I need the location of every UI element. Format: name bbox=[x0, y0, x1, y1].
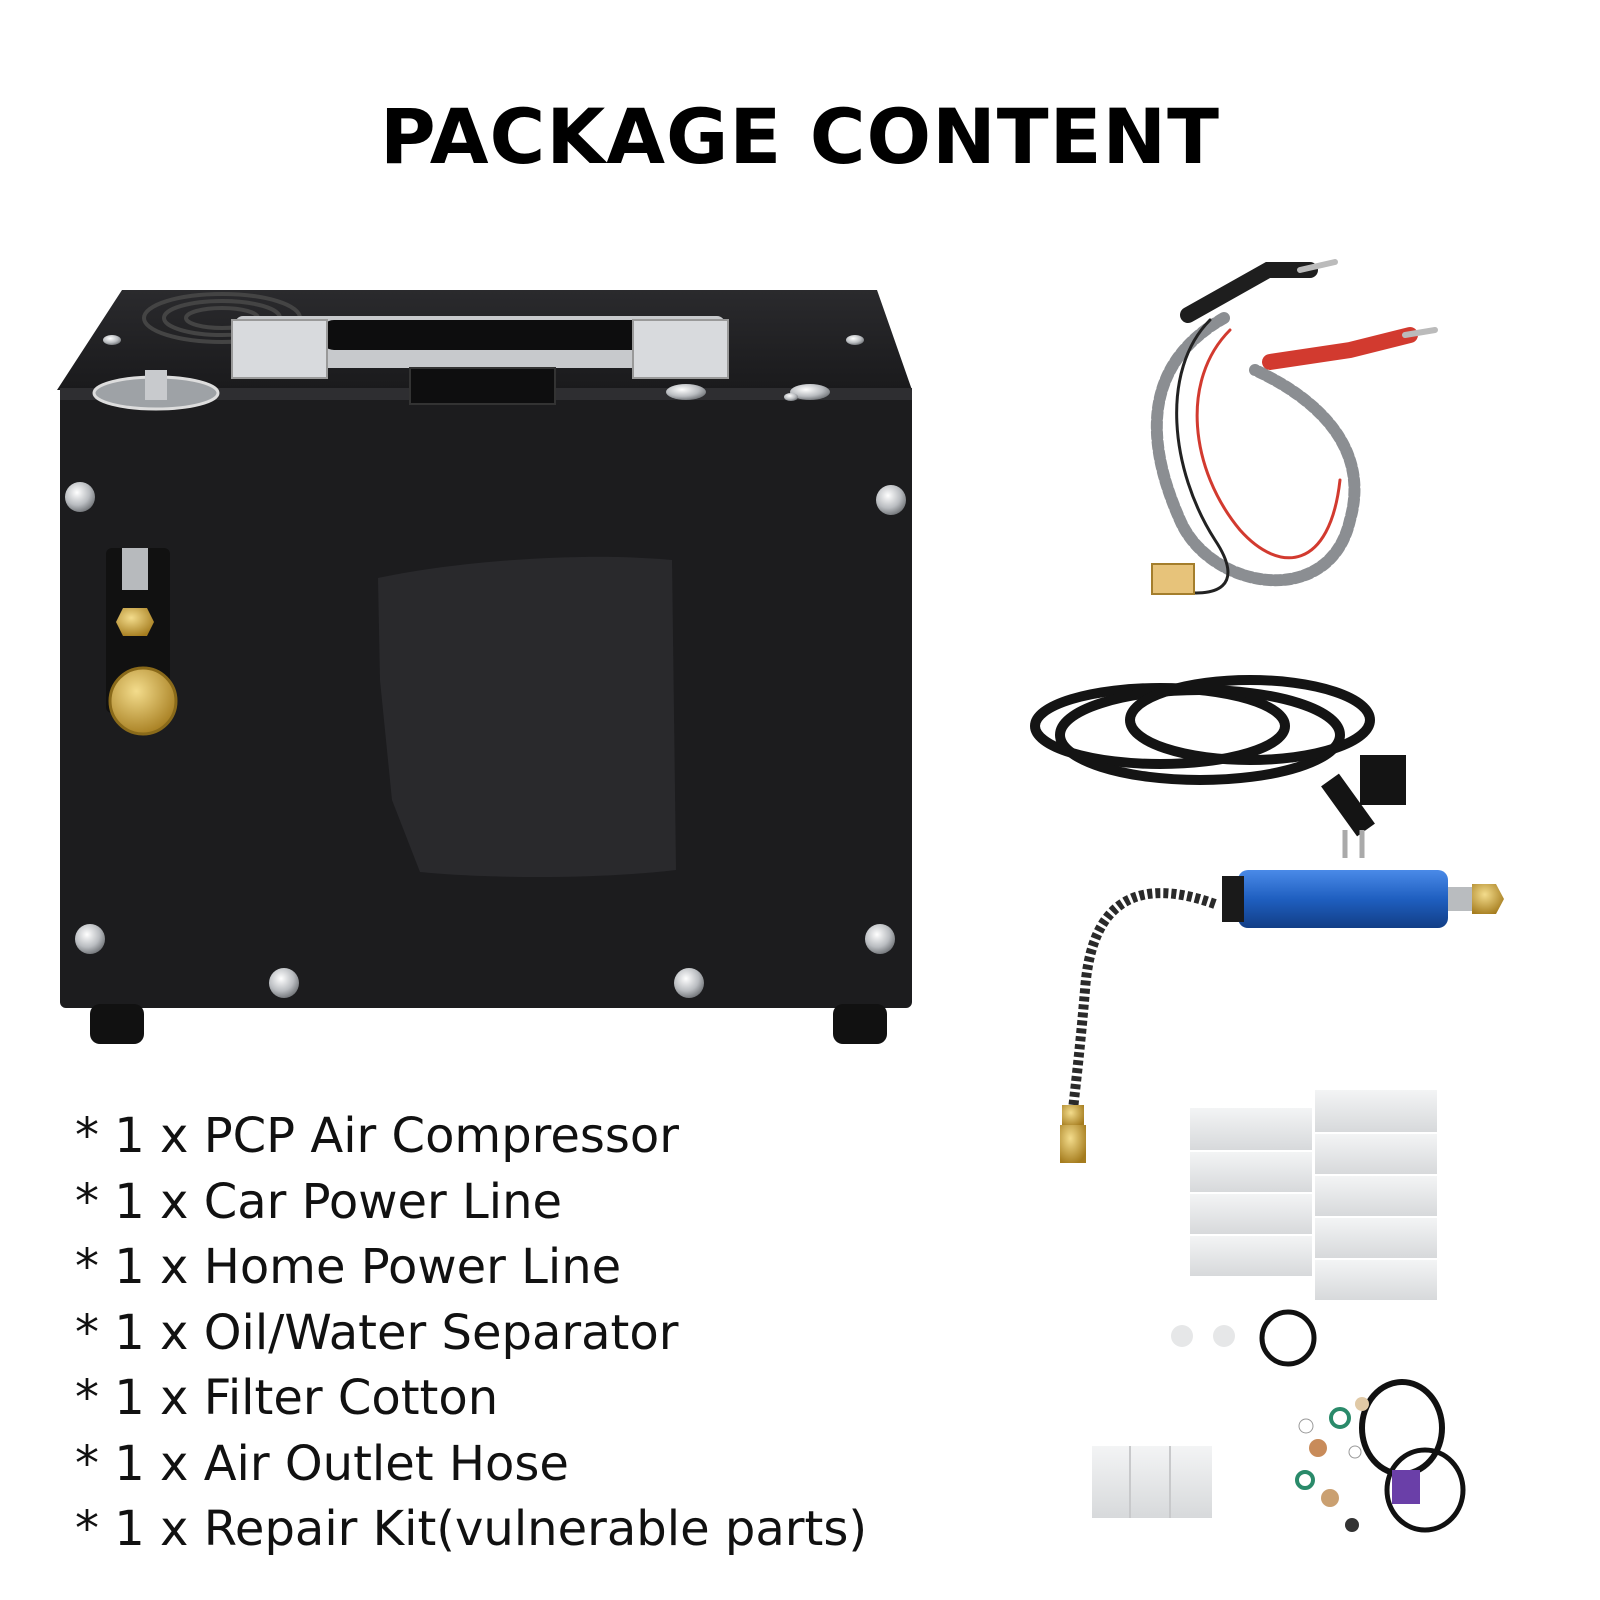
filter-cotton-image bbox=[1190, 1090, 1437, 1300]
separator-hose-image bbox=[1060, 870, 1504, 1163]
home-power-line-image bbox=[1030, 675, 1406, 858]
list-item: * 1 x Repair Kit(vulnerable parts) bbox=[75, 1501, 868, 1557]
repair-kit-image bbox=[1092, 1309, 1466, 1533]
page-title: PACKAGE CONTENT bbox=[380, 92, 1220, 181]
compressor-image bbox=[57, 290, 912, 1044]
list-item: * 1 x Car Power Line bbox=[75, 1173, 563, 1230]
list-item: * 1 x Oil/Water Separator bbox=[75, 1304, 679, 1361]
car-power-line-image bbox=[1150, 259, 1438, 595]
list-item: * 1 x Filter Cotton bbox=[75, 1370, 499, 1426]
list-item: * 1 x Home Power Line bbox=[75, 1239, 622, 1295]
list-item: * 1 x PCP Air Compressor bbox=[75, 1108, 679, 1164]
package-items-list: * 1 x PCP Air Compressor * 1 x Car Power… bbox=[75, 1104, 867, 1563]
list-item: * 1 x Air Outlet Hose bbox=[75, 1435, 569, 1492]
